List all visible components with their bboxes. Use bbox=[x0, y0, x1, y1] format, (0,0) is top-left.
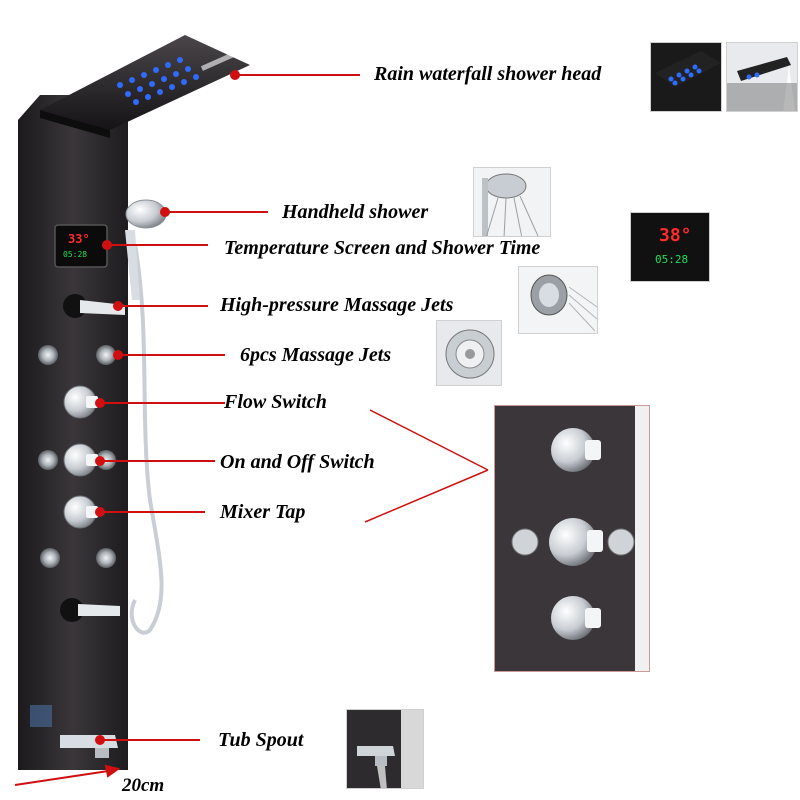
inset-time: 05:28 bbox=[655, 253, 689, 266]
handheld-head bbox=[125, 199, 167, 229]
panel-body bbox=[18, 95, 128, 770]
label-tub-spout: Tub Spout bbox=[218, 729, 304, 751]
inset-temperature: 38° bbox=[659, 225, 692, 246]
handheld-handle bbox=[125, 230, 140, 300]
tub-spout bbox=[60, 735, 118, 748]
label-high-pressure-jets: High-pressure Massage Jets bbox=[220, 294, 454, 316]
control-knobs bbox=[63, 385, 98, 529]
label-dimension: 20cm bbox=[122, 775, 165, 796]
rain-shower-head bbox=[40, 35, 250, 130]
screen-time: 05:28 bbox=[63, 250, 88, 259]
led-nozzles bbox=[117, 57, 199, 105]
hose bbox=[129, 244, 164, 635]
label-rain-head: Rain waterfall shower head bbox=[374, 63, 602, 85]
label-massage-jets: 6pcs Massage Jets bbox=[240, 344, 392, 366]
thumb-massage-jet bbox=[436, 320, 502, 386]
thumb-rain-head-1 bbox=[650, 42, 722, 112]
screen-temperature: 33° bbox=[68, 232, 90, 246]
thumb-control-panel bbox=[494, 405, 650, 672]
thumb-high-pressure-jet bbox=[518, 266, 598, 334]
thumb-tub-spout bbox=[346, 709, 424, 789]
thumb-temperature-screen: 38° 05:28 bbox=[630, 212, 710, 282]
thumb-handheld-shower bbox=[473, 167, 551, 237]
label-mixer-tap: Mixer Tap bbox=[220, 501, 306, 523]
leader-lines bbox=[14, 70, 489, 786]
label-temperature-screen: Temperature Screen and Shower Time bbox=[224, 237, 541, 259]
thumb-rain-head-2 bbox=[726, 42, 798, 112]
label-handheld-shower: Handheld shower bbox=[282, 201, 429, 223]
label-flow-switch: Flow Switch bbox=[224, 391, 327, 413]
label-on-off-switch: On and Off Switch bbox=[220, 451, 375, 473]
